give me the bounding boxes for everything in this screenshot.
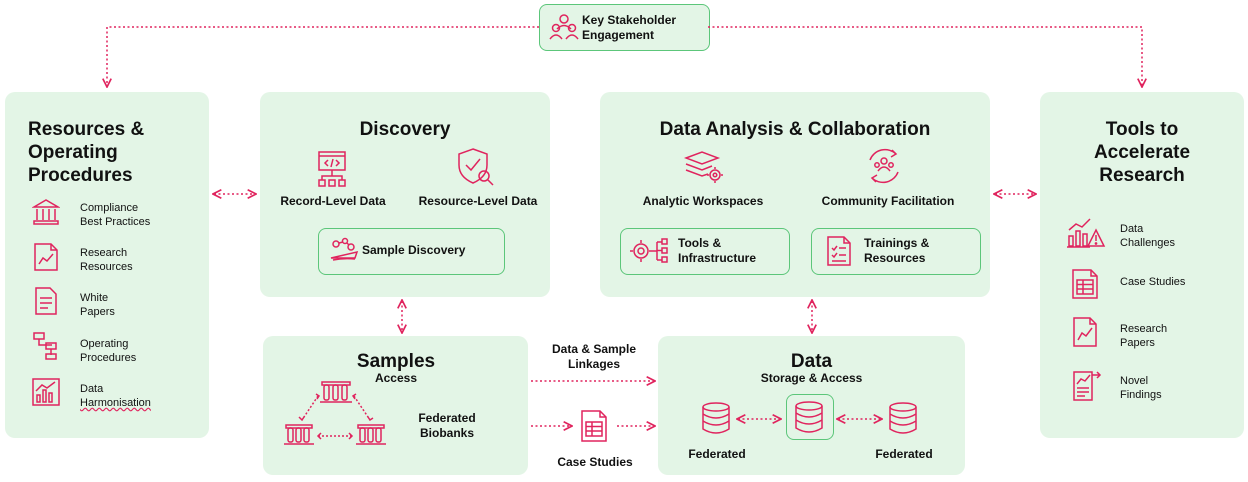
data-right-label: Federated	[875, 447, 933, 461]
findings-icon	[1073, 371, 1102, 401]
spreadsheet-icon	[1072, 269, 1098, 299]
layers-gear-icon	[684, 151, 723, 183]
trainings-label: Trainings &Resources	[864, 236, 930, 265]
resources-panel	[5, 92, 209, 438]
tools-infrastructure-box[interactable]	[620, 228, 790, 275]
bank-icon	[32, 199, 60, 225]
data-left-label: Federated	[688, 447, 746, 461]
biobank-network-icon	[284, 381, 386, 445]
data-title: Data	[790, 351, 833, 372]
tools-infrastructure-label: Tools &Infrastructure	[678, 236, 757, 265]
spreadsheet-icon	[581, 410, 607, 442]
stakeholder-box[interactable]	[539, 4, 710, 51]
link-stakeholder-resources	[107, 26, 539, 86]
database-center-icon	[795, 401, 823, 433]
analysis-title: Data Analysis & Collaboration	[659, 119, 931, 140]
link-stakeholder-tools	[708, 26, 1142, 86]
database-right-icon	[889, 402, 917, 434]
checklist-icon	[827, 236, 851, 266]
code-hierarchy-icon	[318, 151, 346, 187]
chart-document-icon	[1073, 317, 1097, 347]
data-subtitle: Storage & Access	[760, 371, 863, 385]
resource-level-label: Resource-Level Data	[418, 194, 538, 208]
record-level-label: Record-Level Data	[280, 194, 386, 208]
people-group-icon	[549, 14, 579, 40]
trainings-box[interactable]	[811, 228, 981, 275]
case-studies-label: Case Studies	[557, 455, 633, 469]
community-cycle-icon	[869, 148, 899, 184]
database-left-icon	[702, 402, 730, 434]
paper-icon	[35, 287, 57, 315]
shield-search-icon	[458, 148, 494, 186]
samples-subtitle: Access	[374, 371, 418, 385]
discovery-title: Discovery	[359, 119, 451, 140]
chart-document-icon	[34, 243, 58, 271]
samples-panel	[263, 336, 528, 475]
chart-warning-icon	[1067, 218, 1106, 248]
sample-discovery-icon	[330, 237, 359, 261]
samples-title: Samples	[356, 351, 436, 372]
community-label: Community Facilitation	[821, 194, 955, 208]
bar-chart-icon	[32, 378, 60, 406]
workspaces-label: Analytic Workspaces	[642, 194, 764, 208]
sample-discovery-box[interactable]	[318, 228, 505, 275]
gears-network-icon	[630, 238, 668, 263]
flowchart-icon	[33, 332, 57, 360]
tools-item-case-studies: Case Studies	[1120, 276, 1186, 288]
sample-discovery-label: Sample Discovery	[362, 243, 466, 257]
